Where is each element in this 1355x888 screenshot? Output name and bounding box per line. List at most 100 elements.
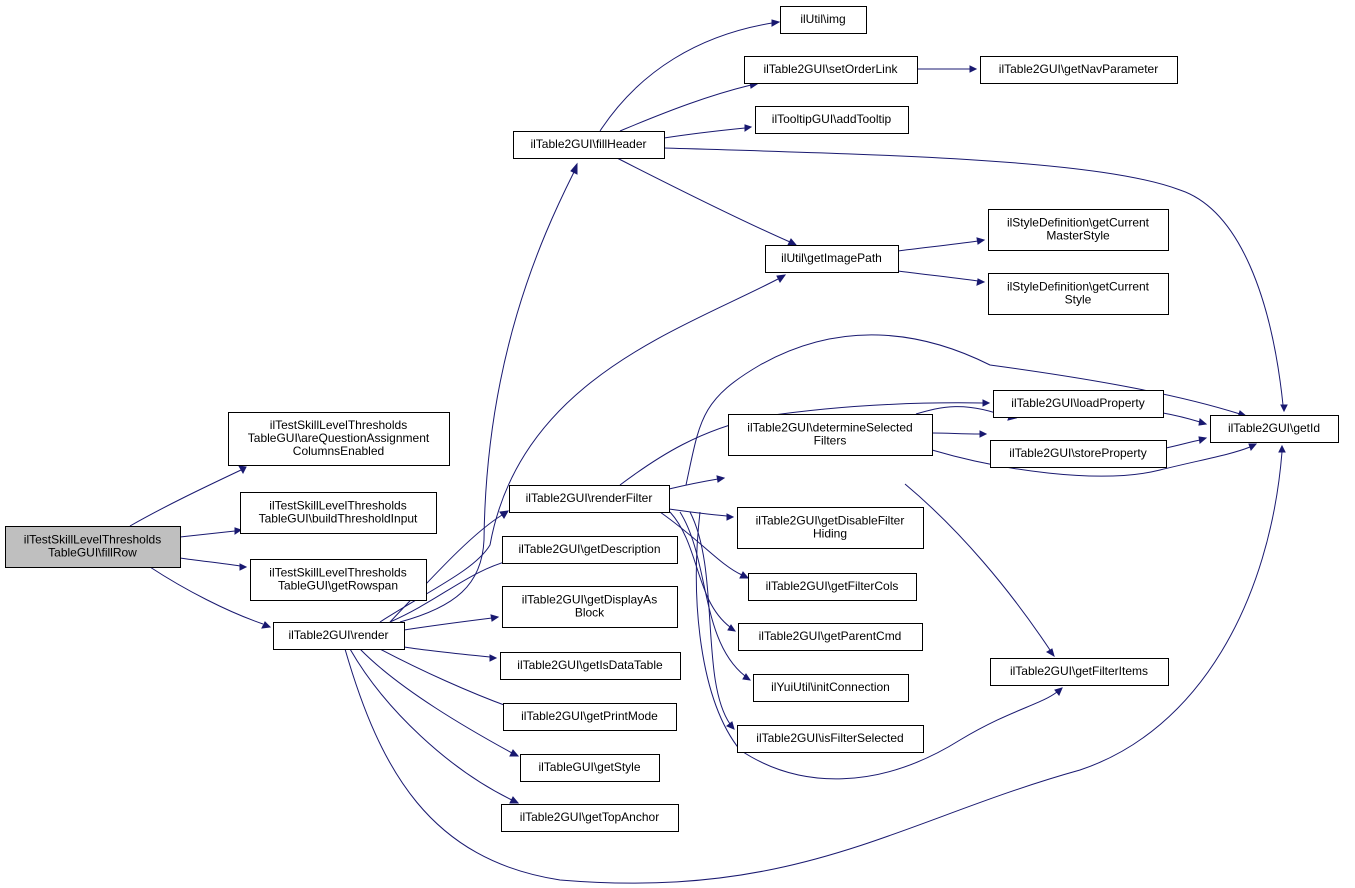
node-getFilterCols[interactable]: ilTable2GUI\getFilterCols — [748, 573, 917, 601]
node-label: Filters — [814, 434, 847, 448]
node-label: ilTable2GUI\getPrintMode — [521, 709, 658, 723]
node-areQ[interactable]: ilTestSkillLevelThresholdsTableGUI\areQu… — [228, 412, 450, 466]
edge-fillRow-to-getRowspan — [179, 557, 241, 567]
node-storeProperty[interactable]: ilTable2GUI\storeProperty — [990, 440, 1167, 468]
node-setOrderLink[interactable]: ilTable2GUI\setOrderLink — [744, 56, 918, 84]
node-getTopAnchor[interactable]: ilTable2GUI\getTopAnchor — [501, 804, 679, 832]
edge-determineSF-to-getId — [931, 446, 1251, 477]
node-isFilterSelected[interactable]: ilTable2GUI\isFilterSelected — [737, 725, 924, 753]
edge-fillHeader-to-addTooltip — [663, 127, 746, 139]
node-label: ilTable2GUI\getId — [1228, 421, 1320, 435]
node-box — [728, 414, 933, 456]
node-label: ilTable2GUI\getDisplayAs — [522, 593, 657, 607]
edge-fillRow-to-buildTI — [179, 530, 236, 538]
node-label: ilTable2GUI\getDisableFilter — [756, 514, 905, 528]
edge-render-to-renderFilter — [389, 514, 503, 623]
arrowhead-render-to-getDisplayAsBlock — [490, 614, 500, 622]
node-getDescription[interactable]: ilTable2GUI\getDescription — [502, 536, 678, 564]
node-box — [240, 492, 437, 534]
node-getImagePath[interactable]: ilUtil\getImagePath — [765, 245, 899, 273]
node-box — [520, 754, 660, 782]
arrowhead-getImagePath-to-getCurStyle — [976, 278, 986, 286]
node-render[interactable]: ilTable2GUI\render — [273, 622, 405, 650]
arrowhead-getImagePath-to-getCurMaster — [976, 237, 986, 245]
node-box — [500, 652, 681, 680]
node-box — [513, 131, 665, 159]
node-label: ColumnsEnabled — [293, 444, 384, 458]
edge-render-to-getStyle — [359, 648, 513, 754]
node-label: TableGUI\fillRow — [48, 546, 137, 560]
node-box — [990, 440, 1167, 468]
edge-renderFilter-to-getFilterCols — [659, 511, 743, 576]
function-nodes: ilTestSkillLevelThresholdsTableGUI\fillR… — [5, 6, 1339, 832]
node-getRowspan[interactable]: ilTestSkillLevelThresholdsTableGUI\getRo… — [250, 559, 427, 601]
node-box — [755, 106, 909, 134]
arrowhead-render-to-getTopAnchor — [509, 796, 520, 804]
node-label: ilTable2GUI\storeProperty — [1009, 446, 1146, 460]
node-fillHeader[interactable]: ilTable2GUI\fillHeader — [513, 131, 665, 159]
arrowhead-loadProperty-to-getId — [1198, 418, 1208, 426]
node-buildTI[interactable]: ilTestSkillLevelThresholdsTableGUI\build… — [240, 492, 437, 534]
arrowhead-storeProperty-to-getId — [1198, 436, 1208, 444]
node-label: Style — [1065, 293, 1092, 307]
edge-render-to-getTopAnchor — [349, 648, 513, 801]
node-box — [737, 725, 924, 753]
arrowhead-fillHeader-to-addTooltip — [744, 124, 753, 132]
arrowhead-renderFilter-to-loadProperty — [982, 399, 991, 407]
node-getId[interactable]: ilTable2GUI\getId — [1210, 415, 1339, 443]
node-getPrintMode[interactable]: ilTable2GUI\getPrintMode — [503, 703, 677, 731]
node-getNavParameter[interactable]: ilTable2GUI\getNavParameter — [980, 56, 1178, 84]
node-box — [228, 412, 450, 466]
arrowhead-fillRow-to-buildTI — [234, 527, 243, 535]
node-box — [273, 622, 405, 650]
arrowhead-determineSF-to-getFilterItems — [1046, 648, 1055, 658]
edge-determineSF-to-getFilterItems — [904, 483, 1051, 651]
node-box — [988, 273, 1169, 315]
edge-render-to-getDisplayAsBlock — [403, 617, 493, 631]
edge-getImagePath-to-getCurMaster — [897, 240, 979, 252]
node-getParentCmd[interactable]: ilTable2GUI\getParentCmd — [738, 623, 923, 651]
node-label: ilTable2GUI\fillHeader — [530, 137, 646, 151]
node-box — [738, 623, 923, 651]
edge-renderFilter-to-getDisableFH — [668, 508, 728, 517]
node-renderFilter[interactable]: ilTable2GUI\renderFilter — [509, 485, 670, 513]
node-label: ilTable2GUI\getParentCmd — [759, 629, 902, 643]
node-label: Hiding — [813, 527, 847, 541]
arrowhead-fillRow-to-render — [261, 621, 272, 629]
edge-renderFilter-to-initConnection — [679, 511, 746, 677]
node-label: ilTable2GUI\determineSelected — [747, 421, 912, 435]
node-fillRow[interactable]: ilTestSkillLevelThresholdsTableGUI\fillR… — [5, 526, 181, 568]
arrowhead-determineSF-to-getId — [1248, 443, 1258, 452]
node-label: Block — [575, 606, 605, 620]
node-loadProperty[interactable]: ilTable2GUI\loadProperty — [993, 390, 1164, 418]
node-getStyle[interactable]: ilTableGUI\getStyle — [520, 754, 660, 782]
node-addTooltip[interactable]: ilTooltipGUI\addTooltip — [755, 106, 909, 134]
node-label: ilTable2GUI\getFilterItems — [1010, 664, 1148, 678]
arrowhead-render-to-renderFilter — [499, 510, 509, 519]
edge-renderFilter-to-getId — [685, 334, 1241, 486]
arrowhead-fillRow-to-getRowspan — [239, 563, 248, 571]
node-getIsDataTable[interactable]: ilTable2GUI\getIsDataTable — [500, 652, 681, 680]
edge-render-to-getIsDataTable — [403, 646, 491, 658]
node-label: ilTestSkillLevelThresholds — [269, 566, 406, 580]
arrowhead-fillHeader-to-img — [771, 19, 781, 27]
edge-fillRow-to-areQ — [129, 469, 242, 527]
node-initConnection[interactable]: ilYuiUtil\initConnection — [753, 674, 909, 702]
node-label: TableGUI\areQuestionAssignment — [248, 431, 430, 445]
node-label: ilUtil\getImagePath — [781, 251, 882, 265]
node-label: ilTestSkillLevelThresholds — [270, 418, 407, 432]
node-box — [5, 526, 181, 568]
node-label: ilTable2GUI\render — [288, 628, 388, 642]
node-box — [509, 485, 670, 513]
node-label: ilTable2GUI\loadProperty — [1011, 396, 1144, 410]
node-getFilterItems[interactable]: ilTable2GUI\getFilterItems — [990, 658, 1169, 686]
arrowhead-renderFilter-to-getDisableFH — [726, 513, 735, 521]
node-img[interactable]: ilUtil\img — [780, 6, 867, 34]
edge-getImagePath-to-getCurStyle — [897, 270, 979, 282]
